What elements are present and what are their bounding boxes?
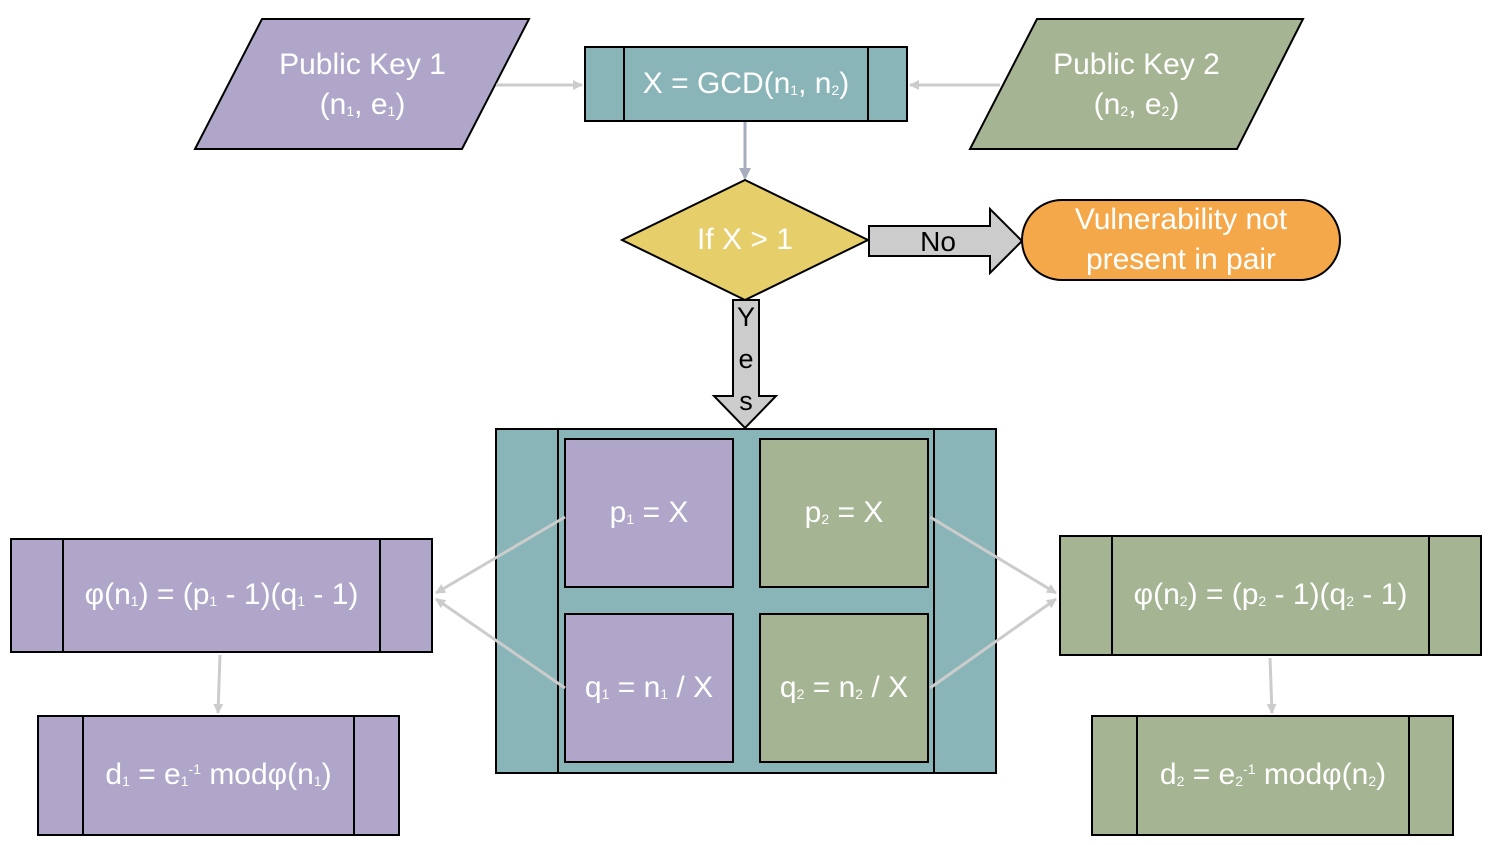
terminal-shape <box>1021 199 1341 281</box>
gcd-process-shape <box>584 46 908 122</box>
yes-arrow-shape <box>711 299 779 430</box>
q1-box-shape <box>564 613 734 763</box>
p2-label: p2 = X <box>804 495 884 529</box>
public-key-1-label: Public Key 1 (n1, e1) <box>230 40 495 130</box>
p1-label: p1 = X <box>609 495 689 529</box>
yes-letter-e: e <box>738 344 754 374</box>
public-key-1-params: (n1, e1) <box>319 88 406 121</box>
yes-letter-y: Y <box>736 302 755 332</box>
connector-p1-phi1 <box>435 515 566 595</box>
public-key-1-shape <box>193 18 531 150</box>
p2-box-shape <box>759 438 929 588</box>
connector-p2-phi2 <box>929 515 1057 595</box>
d1-process-shape <box>37 715 400 836</box>
public-key-1-title: Public Key 1 <box>279 47 446 81</box>
connector-q2-phi2 <box>929 597 1057 690</box>
connector-q1-phi1 <box>435 597 566 690</box>
d2-process-shape <box>1091 715 1454 836</box>
public-key-2-title: Public Key 2 <box>1053 47 1220 81</box>
d1-label: d1 = e1-1 modφ(n1) <box>105 758 332 792</box>
public-key-2-params: (n2, e2) <box>1093 88 1180 121</box>
connector-phi2-d2 <box>1266 657 1277 714</box>
q2-label: q2 = n2 / X <box>779 670 909 704</box>
q2-box-shape <box>759 613 929 763</box>
p1-box-shape <box>564 438 734 588</box>
phi2-label: φ(n2) = (p2 - 1)(q2 - 1) <box>1133 578 1408 612</box>
no-label: No <box>920 226 956 258</box>
public-key-2-shape <box>968 18 1305 150</box>
phi2-process-shape <box>1059 535 1482 656</box>
connector-phi1-d1 <box>213 654 224 714</box>
gcd-label: X = GCD(n1, n2) <box>642 66 850 100</box>
d2-label: d2 = e2-1 modφ(n2) <box>1159 758 1387 792</box>
phi1-process-shape <box>10 538 433 653</box>
public-key-2-label: Public Key 2 (n2, e2) <box>1004 40 1269 130</box>
decision-label: If X > 1 <box>697 222 793 256</box>
q1-label: q1 = n1 / X <box>584 670 714 704</box>
terminal-label: Vulnerability not present in pair <box>1074 202 1288 277</box>
no-arrow-shape <box>868 206 1024 276</box>
phi1-label: φ(n1) = (p1 - 1)(q1 - 1) <box>84 578 359 612</box>
yes-letter-s: s <box>739 386 753 416</box>
